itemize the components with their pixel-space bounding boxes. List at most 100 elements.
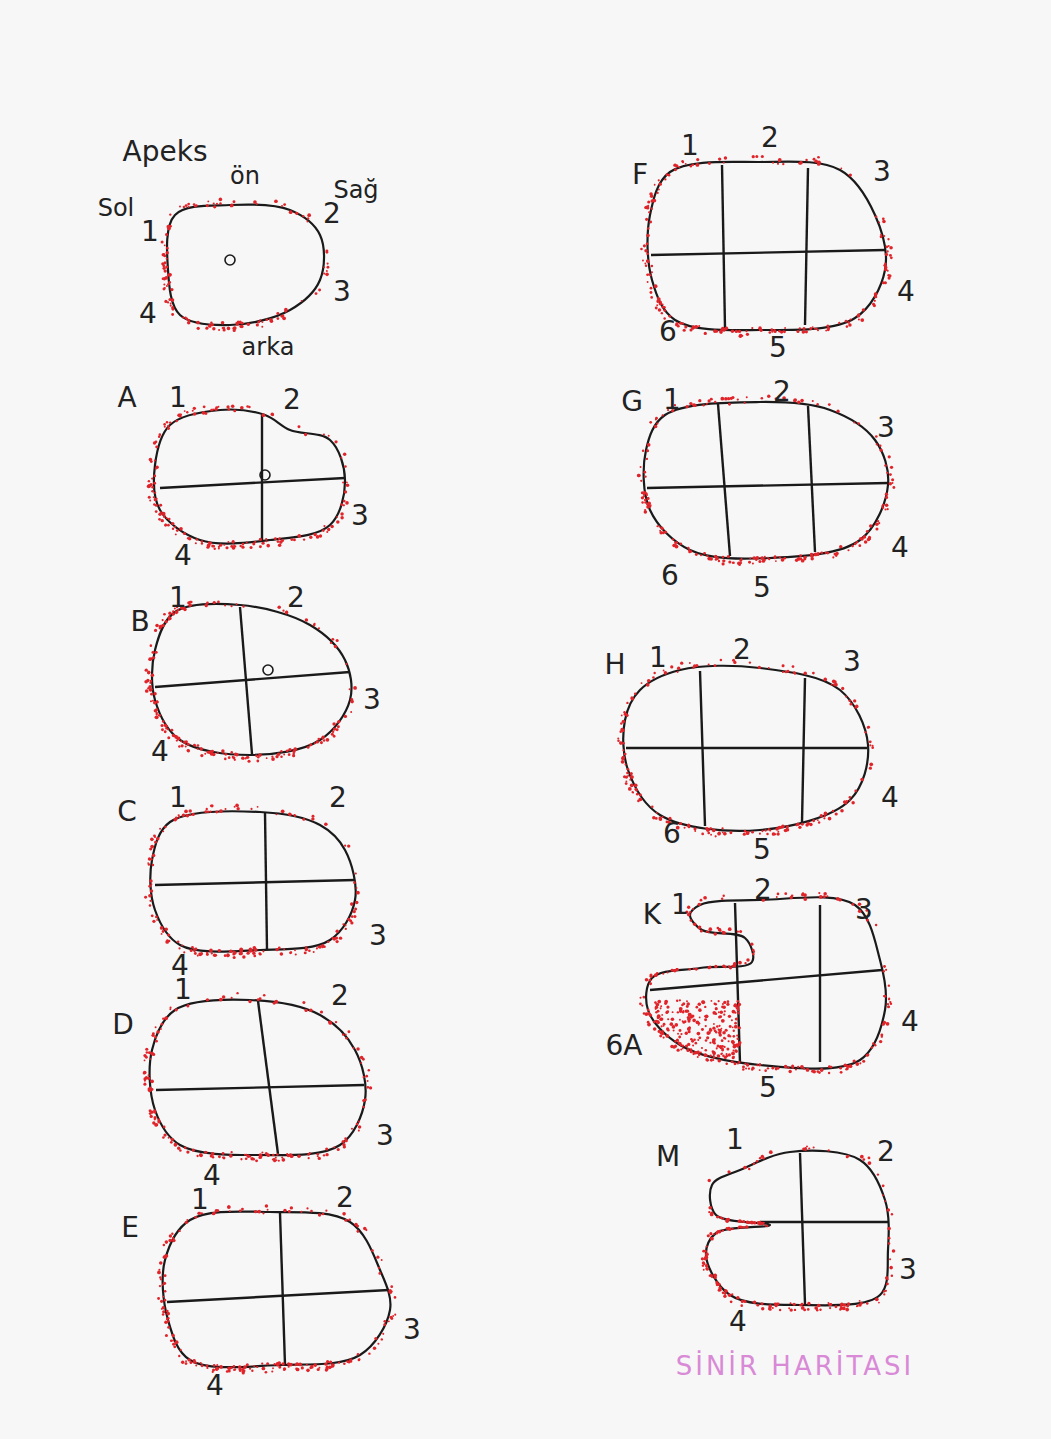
nerve-dot — [698, 325, 700, 327]
nerve-dot — [875, 527, 878, 530]
nerve-dot — [178, 816, 180, 818]
nerve-dot — [644, 249, 648, 253]
nerve-dot — [390, 1285, 393, 1288]
nerve-dot — [817, 552, 820, 555]
nerve-dot — [217, 406, 219, 408]
nerve-dot — [193, 407, 196, 410]
nerve-dot — [153, 496, 155, 498]
nerve-dot — [144, 1060, 146, 1062]
nerve-dot — [659, 182, 662, 185]
nerve-dot — [392, 1315, 394, 1317]
nerve-dot — [654, 425, 658, 429]
nerve-dot — [147, 672, 150, 675]
nerve-dot — [261, 542, 264, 545]
nerve-dot — [728, 1040, 730, 1042]
nerve-dot — [818, 821, 820, 823]
nerve-dot — [751, 1066, 754, 1069]
nerve-dot — [728, 560, 731, 563]
nerve-dot — [883, 235, 885, 237]
nerve-dot — [828, 403, 831, 406]
nerve-dot — [849, 1064, 853, 1068]
nerve-dot — [274, 199, 278, 203]
nerve-dot — [325, 1153, 328, 1156]
outline-path — [150, 811, 355, 951]
nerve-dot — [317, 1153, 320, 1156]
section-divider — [155, 880, 355, 885]
nerve-dot — [644, 509, 646, 511]
nerve-dot — [795, 1068, 797, 1070]
nerve-dot — [216, 1367, 220, 1371]
nerve-dot — [784, 892, 787, 895]
nerve-dot — [722, 895, 724, 897]
nerve-dot — [322, 945, 325, 948]
nerve-dot — [189, 814, 191, 816]
nerve-dot — [670, 1045, 674, 1049]
nerve-dot — [345, 501, 349, 505]
nerve-dot — [704, 332, 707, 335]
nerve-dot — [326, 251, 329, 254]
nerve-dot — [350, 920, 352, 922]
nerve-dot — [646, 252, 649, 255]
nerve-dot — [761, 830, 763, 832]
nerve-dot — [811, 1070, 814, 1073]
nerve-dot — [153, 834, 156, 837]
nerve-dot — [218, 949, 221, 952]
nerve-dot — [168, 617, 171, 620]
nerve-dot — [337, 725, 340, 728]
nerve-dot — [685, 1032, 688, 1035]
nerve-dot — [876, 443, 878, 445]
nerve-dot — [258, 1156, 261, 1159]
nerve-dot — [751, 327, 753, 329]
nerve-dot — [732, 562, 734, 564]
nerve-dot — [168, 618, 170, 620]
nerve-dot — [307, 213, 311, 217]
section-divider — [647, 483, 888, 488]
nerve-dot — [152, 920, 155, 923]
nerve-dot — [327, 266, 330, 269]
nerve-dot — [718, 832, 721, 835]
nerve-dot — [242, 605, 244, 607]
nerve-dot — [777, 832, 780, 835]
section-divider — [240, 607, 252, 754]
nerve-dot — [712, 1051, 715, 1054]
nerve-dot — [177, 414, 181, 418]
section-drawing — [155, 605, 350, 755]
nerve-dot — [171, 313, 174, 316]
nerve-dot — [812, 819, 815, 822]
nerve-dot — [233, 329, 236, 332]
nerve-dot — [202, 411, 206, 415]
nerve-dot — [261, 321, 263, 323]
nerve-dot — [159, 1285, 161, 1287]
nerve-dot — [152, 864, 154, 866]
nerve-dot — [652, 676, 655, 679]
nerve-dot — [241, 756, 244, 759]
nerve-dot — [198, 953, 201, 956]
nerve-dot — [224, 954, 227, 957]
nerve-dot — [212, 1156, 214, 1158]
nerve-dot — [732, 1049, 734, 1051]
nerve-dot — [771, 1067, 774, 1070]
nerve-dot — [148, 1074, 150, 1076]
nerve-dot — [874, 292, 878, 296]
nerve-dot — [257, 756, 260, 759]
nerve-dot — [701, 1047, 703, 1049]
nerve-dot — [651, 207, 653, 209]
nerve-dot — [151, 490, 153, 492]
section-divider — [819, 905, 821, 1062]
nerve-dot — [284, 308, 288, 312]
nerve-dot — [174, 1143, 178, 1147]
nerve-dot — [846, 325, 849, 328]
nerve-dot — [722, 931, 724, 933]
nerve-dot — [654, 973, 658, 977]
nerve-dot — [643, 491, 647, 495]
outline-path — [154, 410, 345, 544]
nerve-dot — [640, 248, 643, 251]
nerve-dot — [803, 556, 806, 559]
nerve-dot — [228, 756, 231, 759]
nerve-dot — [162, 264, 165, 267]
nerve-dot — [337, 721, 339, 723]
nerve-dot — [714, 555, 717, 558]
nerve-dot — [230, 605, 232, 607]
nerve-dot — [272, 1154, 275, 1157]
nerve-dot — [172, 1343, 175, 1346]
